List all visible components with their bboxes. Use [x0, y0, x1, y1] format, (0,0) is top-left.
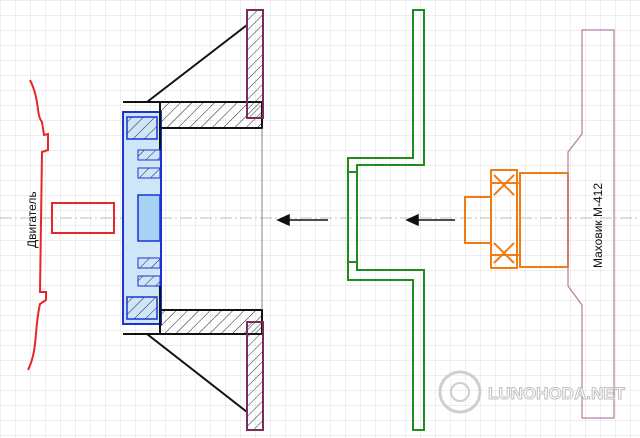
engine-shaft	[51, 202, 115, 234]
coupling-spline-top-2	[137, 167, 161, 179]
engine-flange-outline	[27, 79, 49, 371]
coupling-hub-hatch-bottom	[126, 296, 158, 320]
coupling-spline-bottom-1	[137, 257, 161, 269]
coupling-hub-hatch-top	[126, 116, 158, 140]
bell-housing	[123, 22, 263, 415]
flywheel-outline	[567, 29, 615, 419]
plate-top	[246, 9, 264, 119]
assembly-arrows	[276, 213, 455, 227]
mounting-plate	[246, 9, 264, 431]
arrow-left-1-head	[276, 213, 290, 227]
watermark-text: LUNOHODA.NET	[488, 384, 626, 403]
coupling	[122, 111, 162, 325]
hub-bearing	[490, 169, 518, 269]
engine	[27, 79, 115, 371]
coupling-spline-bottom-2	[137, 275, 161, 287]
engine-label: Двигатель	[25, 191, 39, 248]
plate-bottom	[246, 321, 264, 431]
coupling-spline-top-1	[137, 149, 161, 161]
adapter-profile	[347, 9, 425, 431]
flywheel-hub	[464, 169, 569, 269]
watermark-logo-icon	[438, 370, 482, 414]
coupling-bore	[137, 194, 161, 242]
adapter	[347, 9, 425, 431]
flywheel-label: Маховик М-412	[591, 183, 605, 268]
watermark: LUNOHODA.NET	[438, 370, 626, 414]
arrow-left-2-head	[405, 213, 419, 227]
